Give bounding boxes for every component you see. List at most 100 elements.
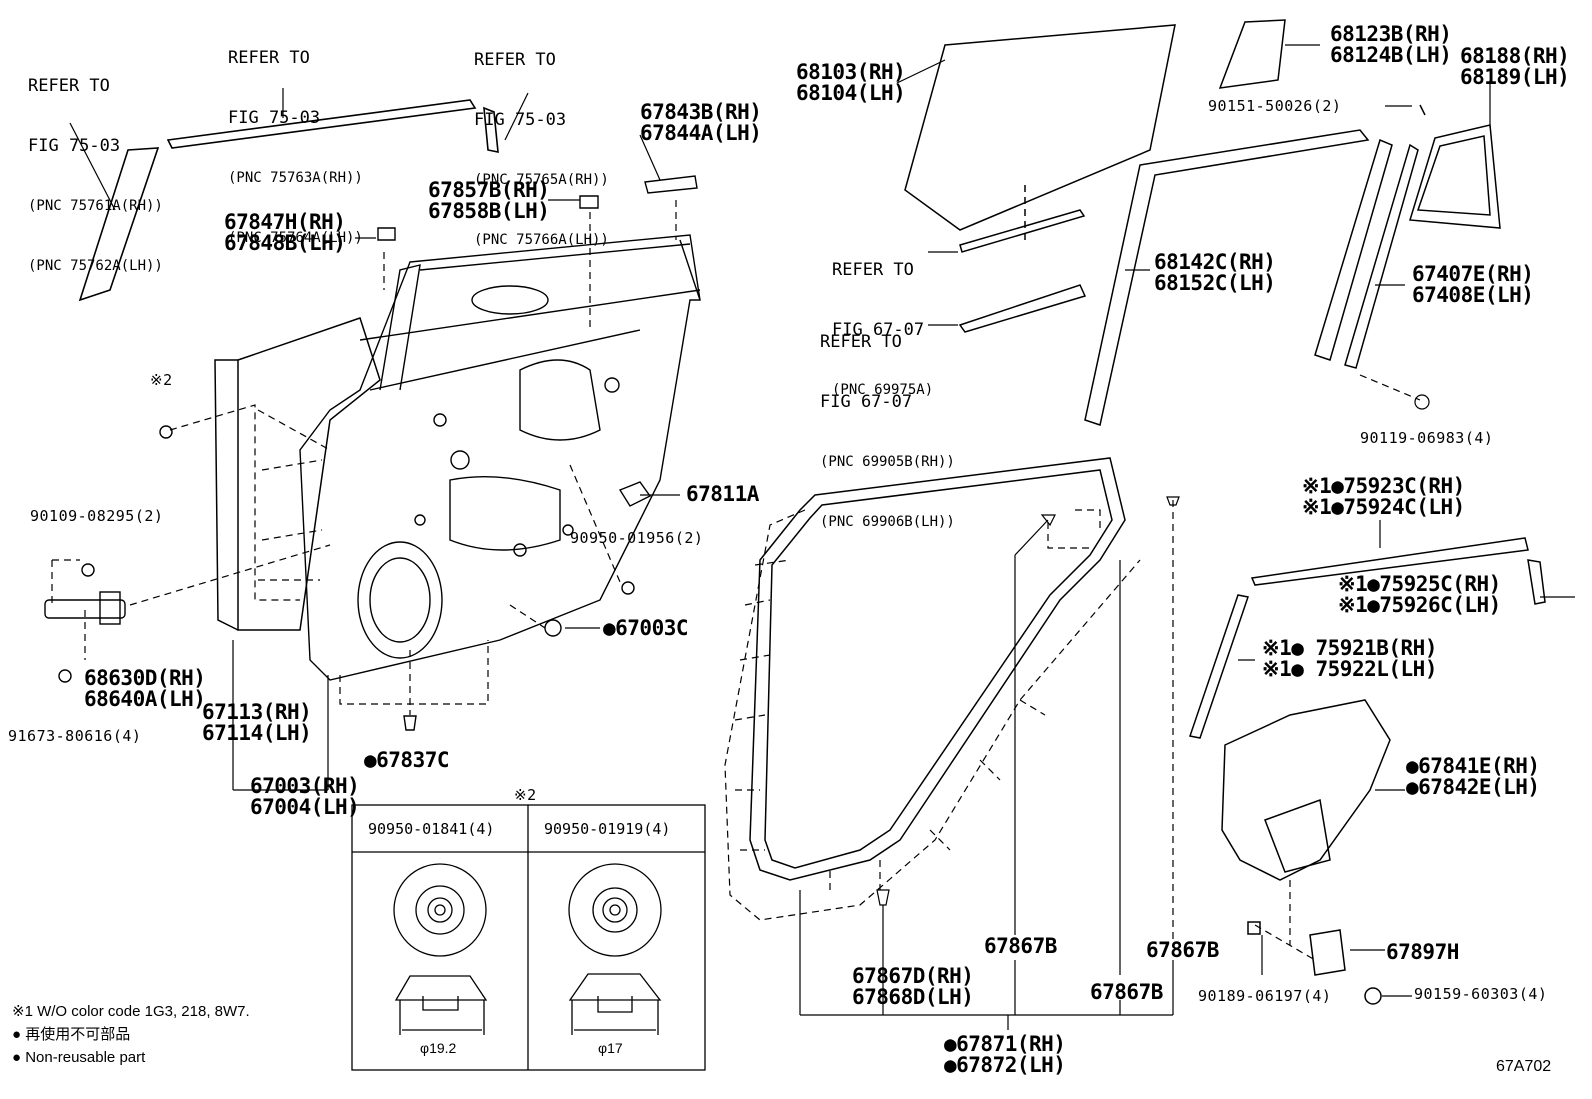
ref-leaders — [69, 88, 661, 239]
leaders-lower-right — [1238, 520, 1575, 997]
part-rh: ●67841E(RH) — [1406, 754, 1540, 778]
part-lh: 68640A(LH) — [84, 687, 206, 711]
part-lh: 67004(LH) — [250, 795, 360, 819]
part-label-90151: 90151-50026(2) — [1208, 97, 1342, 115]
leaders-weatherstrip — [799, 496, 1180, 1030]
part-rh: 67843B(RH) — [640, 100, 762, 124]
door-glass — [904, 19, 1501, 426]
part-label-67857: 67857B(RH) 67858B(LH) — [428, 178, 550, 223]
ref-pnc2: (PNC 75762A(LH)) — [28, 258, 163, 274]
window-frame-moldings — [78, 99, 499, 302]
ref-block-69975: REFER TO FIG 67-07 (PNC 69975A) — [832, 220, 933, 420]
ref-block-75765: REFER TO FIG 75-03 (PNC 75765A(RH)) (PNC… — [474, 10, 609, 270]
ref-pnc1: (PNC 69975A) — [832, 382, 934, 398]
part-rh: 68123B(RH) — [1330, 22, 1452, 46]
part-label-68142: 68142C(RH) 68152C(LH) — [1154, 250, 1276, 295]
part-rh: ●67871(RH) — [944, 1032, 1066, 1056]
part-lh: 68104(LH) — [796, 81, 906, 105]
part-label-67867b-3: 67867B — [1090, 980, 1163, 1004]
table-mark-label: ※2 — [514, 786, 537, 804]
part-rh: ※1● 75921B(RH) — [1262, 636, 1437, 660]
part-label-67847: 67847H(RH) 67848B(LH) — [224, 210, 346, 254]
part-lh: 68152C(LH) — [1154, 271, 1276, 295]
ref-line1: REFER TO — [474, 50, 556, 70]
table-header-col2: 90950-01919(4) — [544, 820, 671, 838]
door-check-parts — [44, 175, 698, 731]
part-rh: ※1●75923C(RH) — [1302, 474, 1465, 498]
weatherstrip-guides — [724, 500, 1316, 961]
part-label-67837: ●67837C — [364, 748, 450, 772]
part-lh: ※1●75924C(LH) — [1302, 495, 1465, 519]
ref-line1: REFER TO — [820, 332, 902, 352]
part-label-90189: 90189-06197(4) — [1198, 987, 1332, 1005]
part-label-67843: 67843B(RH) 67844A(LH) — [640, 100, 762, 145]
part-label-67811: 67811A — [686, 482, 759, 506]
part-rh: 67867D(RH) — [852, 964, 974, 988]
ref-pnc1: (PNC 75765A(RH)) — [474, 172, 609, 188]
part-lh: ●67872(LH) — [944, 1053, 1066, 1077]
ref-line2: FIG 75-03 — [28, 136, 121, 156]
part-label-67871: ●67871(RH) ●67872(LH) — [944, 1032, 1066, 1077]
dim-col1: φ19.2 — [420, 1040, 457, 1056]
part-rh: 68188(RH) — [1460, 44, 1570, 68]
part-label-67003: 67003(RH) 67004(LH) — [250, 774, 360, 819]
part-label-75925: ※1●75925C(RH) ※1●75926C(LH) — [1338, 574, 1501, 616]
part-label-68103: 68103(RH) 68104(LH) — [796, 62, 906, 105]
ref-block-75761: REFER TO FIG 75-03 (PNC 75761A(RH)) (PNC… — [28, 36, 163, 296]
legend-notes: ※1 W/O color code 1G3, 218, 8W7. ● 再使用不可… — [12, 1000, 250, 1069]
part-label-90109: 90109-08295(2) — [30, 507, 164, 525]
part-label-68188: 68188(RH) 68189(LH) — [1460, 44, 1570, 89]
part-label-90950: 90950-01956(2) — [570, 529, 704, 547]
ref-line1: REFER TO — [832, 260, 914, 280]
ref-line1: REFER TO — [28, 76, 110, 96]
part-lh: 67858B(LH) — [428, 199, 550, 223]
part-lh: 67844A(LH) — [640, 121, 762, 145]
ref-pnc2: (PNC 69906B(LH)) — [820, 514, 955, 530]
part-rh: 67847H(RH) — [224, 210, 346, 234]
part-label-67897: 67897H — [1386, 940, 1459, 964]
ref-line1: REFER TO — [228, 48, 310, 68]
part-label-67841: ●67841E(RH) ●67842E(LH) — [1406, 756, 1540, 798]
lower-moldings — [1189, 537, 1546, 1005]
assembly-guides-left — [51, 200, 677, 715]
part-label-67407: 67407E(RH) 67408E(LH) — [1412, 264, 1534, 307]
table-header-col1: 90950-01841(4) — [368, 820, 495, 838]
part-rh: 67113(RH) — [202, 700, 312, 724]
figure-code: 67A702 — [1496, 1058, 1552, 1075]
door-weatherstrip — [749, 457, 1126, 881]
dim-col2: φ17 — [598, 1040, 623, 1056]
part-lh: 67114(LH) — [202, 721, 312, 745]
door-inner-frame — [299, 234, 701, 681]
ref-line2: FIG 67-07 — [832, 320, 925, 340]
part-label-75921: ※1● 75921B(RH) ※1● 75922L(LH) — [1262, 638, 1437, 680]
part-label-68123: 68123B(RH) 68124B(LH) — [1330, 22, 1452, 67]
part-lh: 67408E(LH) — [1412, 283, 1534, 307]
ref-block-69905: REFER TO FIG 67-07 (PNC 69905B(RH)) (PNC… — [820, 292, 955, 552]
part-label-90159: 90159-60303(4) — [1414, 985, 1548, 1003]
door-outer-panel — [214, 317, 381, 631]
part-rh: ※1●75925C(RH) — [1338, 572, 1501, 596]
mark-2-label: ※2 — [150, 371, 173, 389]
part-lh: 68189(LH) — [1460, 65, 1570, 89]
part-lh: 68124B(LH) — [1330, 43, 1452, 67]
ref-pnc1: (PNC 75763A(RH)) — [228, 170, 363, 186]
ref-line2: FIG 67-07 — [820, 392, 913, 412]
part-rh: 67003(RH) — [250, 774, 360, 798]
ref-line2: FIG 75-03 — [228, 108, 321, 128]
note-non-reusable-en: ● Non-reusable part — [12, 1049, 146, 1066]
part-label-67867b-2: 67867B — [1146, 938, 1219, 962]
note-wo-color-code: ※1 W/O color code 1G3, 218, 8W7. — [12, 1003, 250, 1020]
part-lh: ※1●75926C(LH) — [1338, 593, 1501, 617]
ref-pnc2: (PNC 75764A(LH)) — [228, 230, 363, 246]
part-rh: 68142C(RH) — [1154, 250, 1276, 274]
part-label-68630: 68630D(RH) 68640A(LH) — [84, 666, 206, 711]
part-rh: 67857B(RH) — [428, 178, 550, 202]
part-label-67867b-1: 67867B — [984, 934, 1057, 958]
part-lh: ●67842E(LH) — [1406, 775, 1540, 799]
part-rh: 68630D(RH) — [84, 666, 206, 690]
part-label-90119: 90119-06983(4) — [1360, 429, 1494, 447]
part-label-67867d: 67867D(RH) 67868D(LH) — [852, 964, 974, 1008]
leaders-left-bottom — [232, 494, 680, 791]
part-label-67003c: ●67003C — [603, 616, 689, 640]
